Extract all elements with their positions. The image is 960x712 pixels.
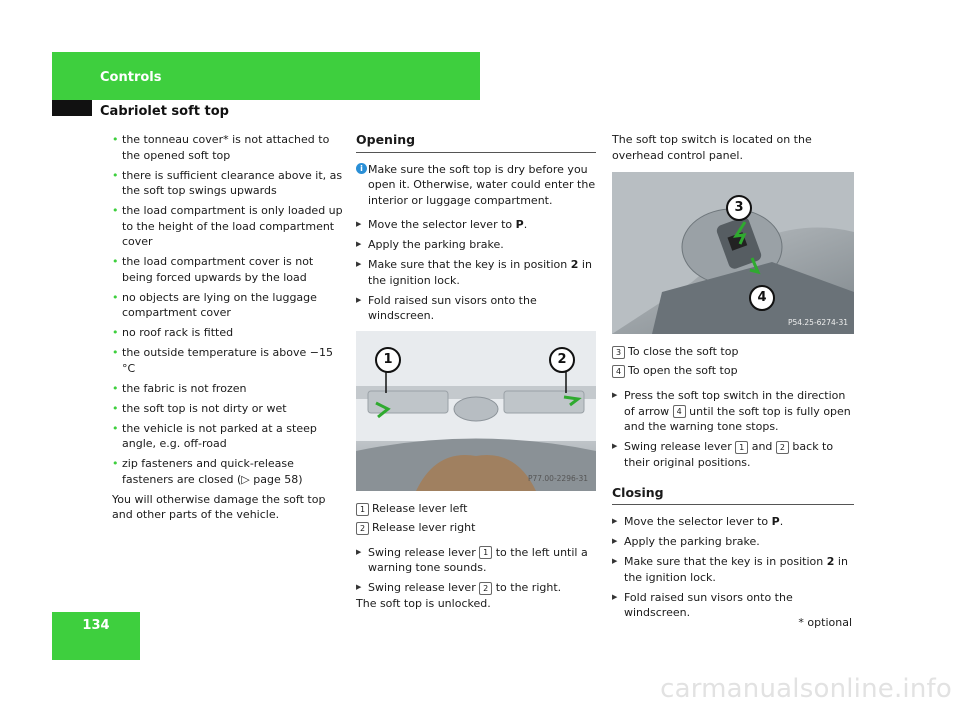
step-item: Apply the parking brake. (356, 237, 596, 253)
sun-visor-release-levers-image: 1 2 P77.00-2296-31 (356, 330, 596, 491)
watermark: carmanualsonline.info (660, 674, 952, 704)
list-item: the load compartment cover is not being … (112, 254, 344, 285)
step-item: Fold raised sun visors onto the windscre… (356, 293, 596, 324)
list-item: the vehicle is not parked at a steep ang… (112, 421, 344, 452)
info-text: Make sure the soft top is dry before you… (368, 162, 596, 207)
list-item: no roof rack is fitted (112, 325, 344, 341)
list-item: zip fasteners and quick-release fastener… (112, 456, 344, 487)
callout-badge-3: 3 (726, 195, 752, 221)
step-item: Press the soft top switch in the directi… (612, 388, 854, 435)
heading-closing: Closing (612, 485, 854, 505)
list-item: no objects are lying on the luggage comp… (112, 290, 344, 321)
list-item: the outside temperature is above −15 °C (112, 345, 344, 376)
step-item: Apply the parking brake. (612, 534, 854, 550)
section-title: Controls (100, 70, 162, 85)
page-number: 134 (82, 618, 110, 633)
step-result: The soft top is unlocked. (356, 596, 491, 610)
subsection-title: Cabriolet soft top (100, 104, 229, 119)
list-item: the tonneau cover* is not attached to th… (112, 132, 344, 163)
step-item: Fold raised sun visors onto the windscre… (612, 590, 854, 621)
list-item: the load compartment is only loaded up t… (112, 203, 344, 250)
column-left: the tonneau cover* is not attached to th… (112, 132, 344, 523)
page-number-box (52, 612, 140, 660)
list-item: there is sufficient clearance above it, … (112, 168, 344, 199)
step-item: Swing release lever 2 to the right. (356, 580, 596, 596)
column-right: The soft top switch is located on the ov… (612, 132, 854, 625)
step-item: Move the selector lever to P. (356, 217, 596, 233)
section-header-bar (52, 52, 480, 100)
callout-badge-2: 2 (549, 346, 575, 373)
step-item: Swing release lever 1 and 2 back to thei… (612, 439, 854, 470)
callout-badge-4: 4 (749, 285, 775, 311)
image-code: P54.25-6274-31 (787, 317, 848, 327)
column-middle: Opening i Make sure the soft top is dry … (356, 132, 596, 611)
callout-badge-1: 1 (375, 346, 401, 373)
info-note: i Make sure the soft top is dry before y… (356, 162, 596, 209)
damage-warning: You will otherwise damage the soft top a… (112, 492, 326, 522)
header-black-tab (52, 100, 92, 116)
step-item: Make sure that the key is in position 2 … (356, 257, 596, 288)
switch-location-text: The soft top switch is located on the ov… (612, 133, 812, 162)
overhead-control-panel-image: 3 4 P54.25-6274-31 (612, 172, 854, 334)
list-item: the soft top is not dirty or wet (112, 401, 344, 417)
heading-opening: Opening (356, 132, 596, 153)
footnote-optional: * optional (798, 616, 852, 629)
list-item: the fabric is not frozen (112, 381, 344, 397)
step-item: Make sure that the key is in position 2 … (612, 554, 854, 585)
info-icon: i (356, 162, 367, 174)
step-item: Move the selector lever to P. (612, 514, 854, 530)
image-code: P77.00-2296-31 (527, 474, 588, 483)
step-item: Swing release lever 1 to the left until … (356, 545, 596, 576)
